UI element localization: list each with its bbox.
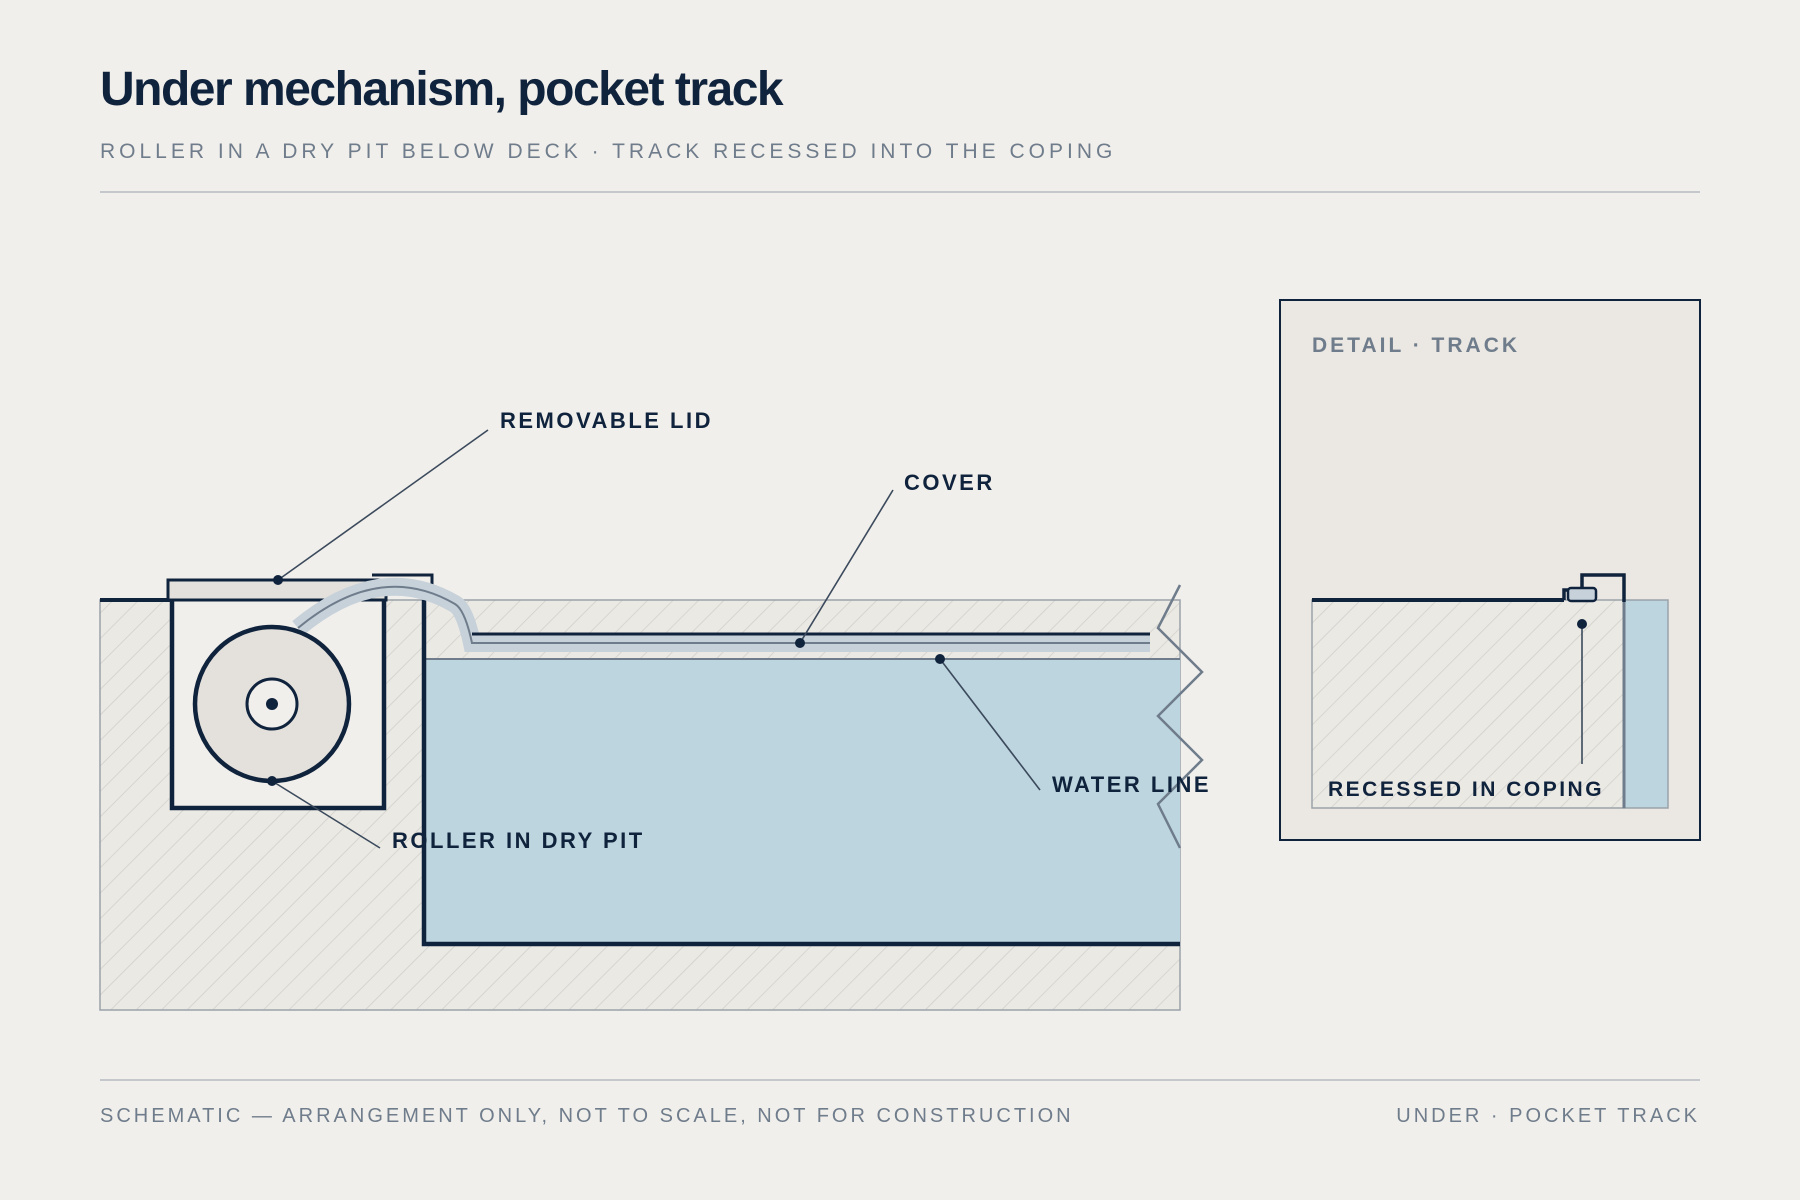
footer-divider [100,1079,1700,1081]
page-title: Under mechanism, pocket track [100,63,784,116]
section-break-line [1156,584,1204,849]
leader-roller [267,776,381,849]
leader-water-line [935,654,1041,791]
page-subtitle: ROLLER IN A DRY PIT BELOW DECK · TRACK R… [100,140,1117,163]
footer-tag: UNDER · POCKET TRACK [1396,1105,1700,1127]
leader-removable-lid [273,429,489,585]
label-cover: COVER [904,470,995,495]
label-removable-lid: REMOVABLE LID [500,408,713,433]
detail-inset: DETAIL · TRACK RECESSED IN COPING [1279,299,1701,841]
detail-label: RECESSED IN COPING [1328,778,1604,801]
label-water-line: WATER LINE [1052,772,1211,797]
cover [292,577,1150,652]
roller [192,624,352,784]
footer-note: SCHEMATIC — ARRANGEMENT ONLY, NOT TO SCA… [100,1105,1074,1127]
header-divider [100,191,1700,193]
pool-water [421,600,1180,947]
leader-cover [795,489,894,648]
label-roller: ROLLER IN DRY PIT [392,828,645,853]
detail-title: DETAIL · TRACK [1312,334,1520,357]
